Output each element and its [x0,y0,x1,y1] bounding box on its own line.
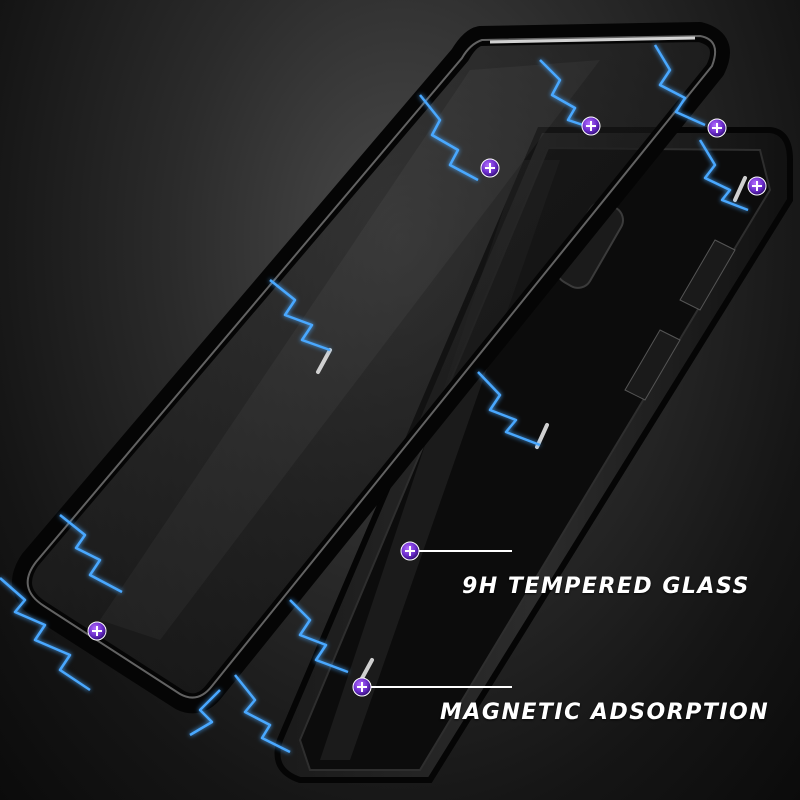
front-glass-frame [12,22,747,714]
lightning-bolt-icon [0,44,749,754]
plus-marker-icon [707,118,727,138]
lightning-bolt-icon [0,577,91,692]
lightning-bolt-icon [269,279,331,352]
plus-marker-icon [400,541,420,561]
lightning-bolt-icon [289,599,349,674]
magnetic-adsorption-label: MAGNETIC ADSORPTION [440,700,770,725]
lightning-bolt-icon [477,371,541,447]
tempered-glass-label: 9H TEMPERED GLASS [462,574,750,599]
magnet-markers [87,116,767,697]
plus-marker-icon [747,176,767,196]
lightning-bolt-icon [539,59,593,130]
plus-marker-icon [87,621,107,641]
lightning-bolt-icon [698,139,749,212]
lightning-bolt-icon [189,689,221,737]
plus-marker-icon [480,158,500,178]
lightning-bolt-icon [59,514,123,594]
plus-marker-icon [581,116,601,136]
side-button [624,329,681,401]
lightning-bolt-icon [653,44,706,127]
lightning-bolt-icon [234,674,291,754]
plus-marker-icon [352,677,372,697]
side-button [679,239,736,311]
lightning-bolt-icon [419,94,479,182]
